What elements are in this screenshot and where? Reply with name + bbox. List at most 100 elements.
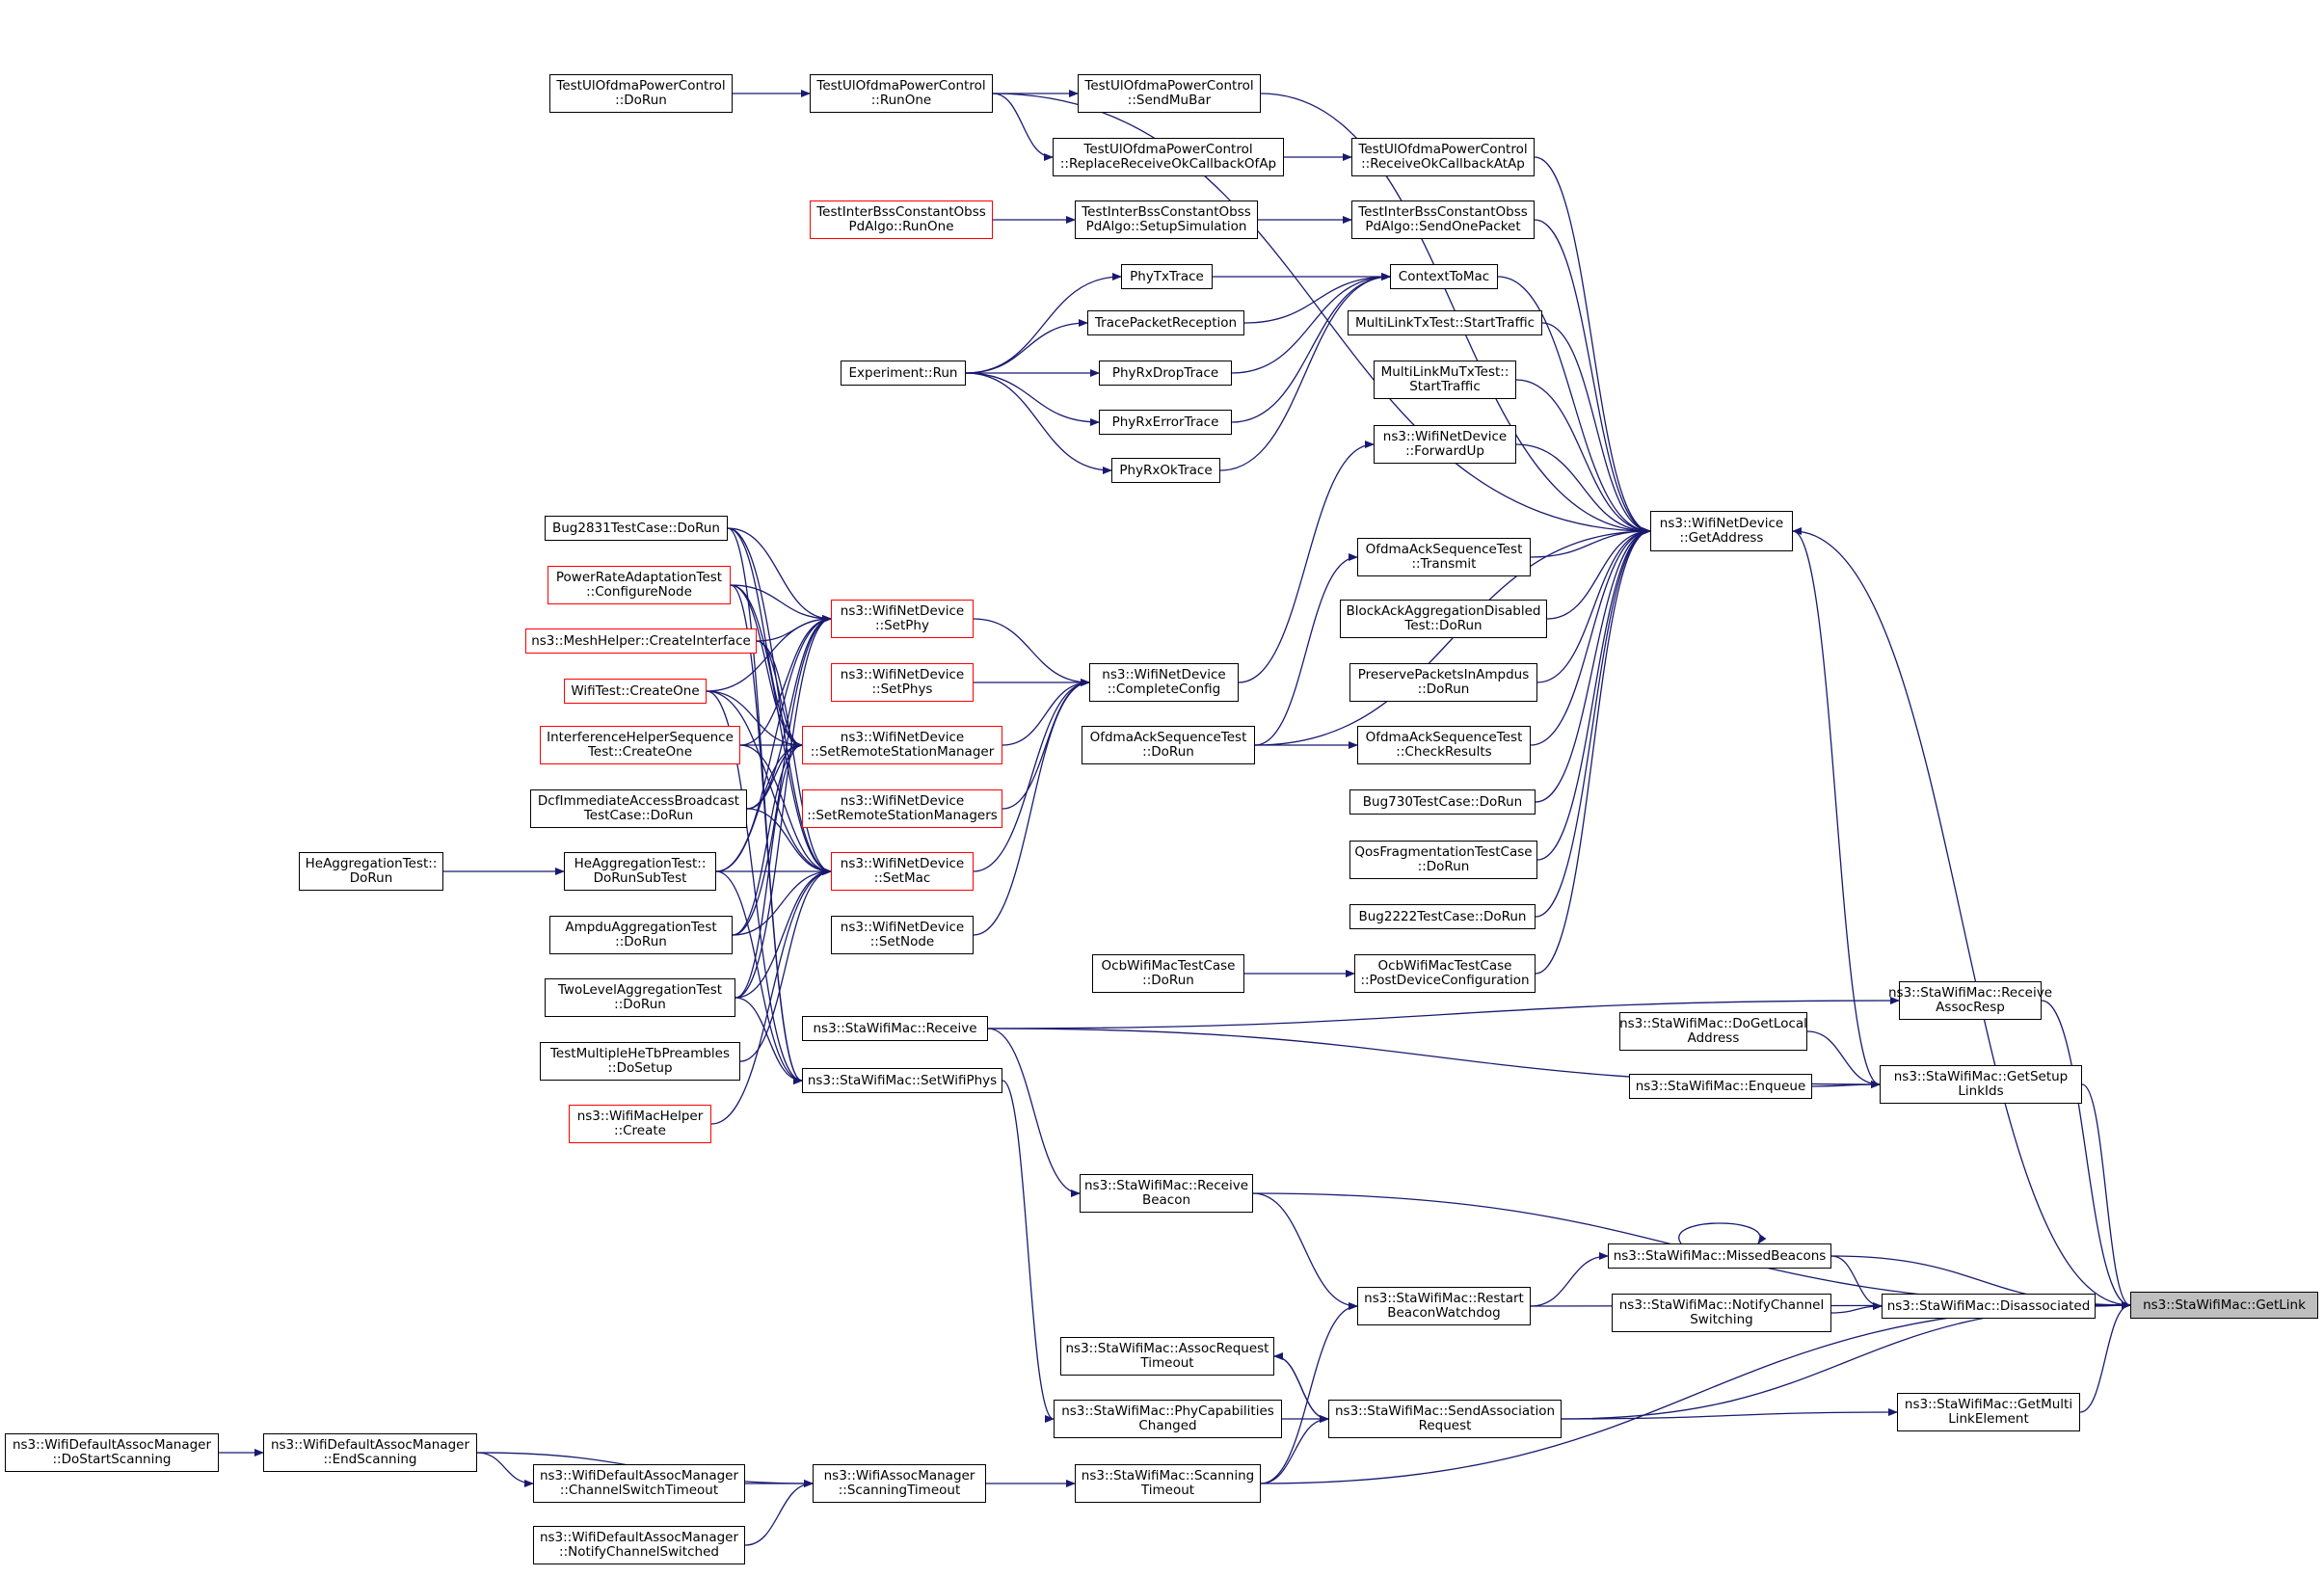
edge-context_to_mac-to-get_address [1497,276,1651,535]
node-enqueue[interactable]: ns3::StaWifiMac::Enqueue [1629,1074,1812,1099]
node-ofdma-ack-transmit[interactable]: OfdmaAckSequenceTest ::Transmit [1357,538,1531,576]
node-ul-power-do-run[interactable]: TestUlOfdmaPowerControl ::DoRun [549,74,733,113]
edge-wnd_set_rsms-to-wnd_complete_config [1002,679,1090,810]
node-ul-power-run-one[interactable]: TestUlOfdmaPowerControl ::RunOne [810,74,993,113]
edge-interference_helper-to-wnd_set_mac [739,744,832,875]
node-ul-power-replace-cb[interactable]: TestUlOfdmaPowerControl ::ReplaceReceive… [1053,138,1284,176]
node-mesh-helper-create-if[interactable]: ns3::MeshHelper::CreateInterface [525,628,757,654]
node-get-setup-link-ids[interactable]: ns3::StaWifiMac::GetSetup LinkIds [1880,1065,2082,1104]
edge-mesh_helper_create_if-to-wnd_set_mac [756,640,832,875]
node-qos-fragmentation[interactable]: QosFragmentationTestCase ::DoRun [1349,841,1537,879]
edge-scanning_timeout-to-restart_beacon_watchdog [1260,1302,1358,1484]
node-wnd-set-phys[interactable]: ns3::WifiNetDevice ::SetPhys [831,663,974,702]
node-dam-end-scanning[interactable]: ns3::WifiDefaultAssocManager ::EndScanni… [263,1433,477,1472]
node-missed-beacons[interactable]: ns3::StaWifiMac::MissedBeacons [1608,1243,1831,1269]
node-dam-channel-switch-timeout[interactable]: ns3::WifiDefaultAssocManager ::ChannelSw… [533,1464,745,1503]
node-phy-rx-error-trace[interactable]: PhyRxErrorTrace [1099,410,1232,435]
edge-ofdma_ack_do_run-to-get_address [1254,527,1651,746]
node-bug2222[interactable]: Bug2222TestCase::DoRun [1349,904,1536,929]
node-wnd-set-rsm[interactable]: ns3::WifiNetDevice ::SetRemoteStationMan… [802,726,1002,764]
edge-notify_channel_switching-to-disassociated [1830,1302,1883,1314]
edge-two_level_aggregation-to-wnd_set_phy [735,615,832,999]
node-experiment-run[interactable]: Experiment::Run [841,361,966,386]
node-multilink-tx-start[interactable]: MultiLinkTxTest::StartTraffic [1348,310,1542,335]
node-trace-packet-reception[interactable]: TracePacketReception [1087,310,1244,335]
node-ocb-post-device-config[interactable]: OcbWifiMacTestCase ::PostDeviceConfigura… [1354,954,1536,993]
node-inter-bss-setup-sim[interactable]: TestInterBssConstantObss PdAlgo::SetupSi… [1075,200,1258,239]
node-power-rate-adaptation[interactable]: PowerRateAdaptationTest ::ConfigureNode [548,566,731,604]
node-wnd-set-rsms[interactable]: ns3::WifiNetDevice ::SetRemoteStationMan… [802,789,1002,828]
edge-sta_receive-to-receive_assoc_resp [987,997,1900,1029]
node-do-get-local-address[interactable]: ns3::StaWifiMac::DoGetLocal Address [1619,1012,1807,1051]
edge-receive_beacon-to-restart_beacon_watchdog [1252,1192,1358,1310]
node-get-multi-link-element[interactable]: ns3::StaWifiMac::GetMulti LinkElement [1897,1393,2080,1431]
node-wam-scanning-timeout[interactable]: ns3::WifiAssocManager ::ScanningTimeout [813,1464,986,1503]
edge-phy_rx_ok_trace-to-context_to_mac [1219,273,1391,471]
node-ul-power-receive-ok-cb[interactable]: TestUlOfdmaPowerControl ::ReceiveOkCallb… [1351,138,1535,176]
edge-multilink_mu_tx_start-to-get_address [1515,379,1651,535]
node-wifi-test-create-one[interactable]: WifiTest::CreateOne [564,679,707,704]
node-sta-set-wifi-phys[interactable]: ns3::StaWifiMac::SetWifiPhys [802,1068,1002,1093]
node-dam-do-start-scanning[interactable]: ns3::WifiDefaultAssocManager ::DoStartSc… [5,1433,219,1472]
edge-sta_set_wifi_phys-to-phy_capabilities_changed [1002,1080,1055,1423]
node-multiple-he-tb[interactable]: TestMultipleHeTbPreambles ::DoSetup [540,1042,740,1081]
edge-trace_packet_reception-to-context_to_mac [1243,273,1391,324]
node-scanning-timeout[interactable]: ns3::StaWifiMac::Scanning Timeout [1075,1464,1261,1503]
edge-phy_rx_error_trace-to-context_to_mac [1231,273,1391,423]
node-receive-beacon[interactable]: ns3::StaWifiMac::Receive Beacon [1080,1174,1253,1213]
edge-interference_helper-to-wnd_set_phy [739,615,832,746]
node-inter-bss-send-one[interactable]: TestInterBssConstantObss PdAlgo::SendOne… [1351,200,1535,239]
node-get-link[interactable]: ns3::StaWifiMac::GetLink [2130,1292,2318,1319]
node-inter-bss-run-one[interactable]: TestInterBssConstantObss PdAlgo::RunOne [810,200,993,239]
node-restart-beacon-watchdog[interactable]: ns3::StaWifiMac::Restart BeaconWatchdog [1357,1287,1531,1325]
node-wnd-set-node[interactable]: ns3::WifiNetDevice ::SetNode [831,916,974,954]
node-ul-power-send-mu-bar[interactable]: TestUlOfdmaPowerControl ::SendMuBar [1078,74,1261,113]
node-multilink-mu-tx-start[interactable]: MultiLinkMuTxTest:: StartTraffic [1374,361,1516,399]
node-wnd-complete-config[interactable]: ns3::WifiNetDevice ::CompleteConfig [1089,663,1239,702]
node-wnd-set-phy[interactable]: ns3::WifiNetDevice ::SetPhy [831,600,974,638]
node-ofdma-ack-check[interactable]: OfdmaAckSequenceTest ::CheckResults [1357,726,1531,764]
node-phy-rx-ok-trace[interactable]: PhyRxOkTrace [1111,458,1220,483]
node-dam-notify-channel-switched[interactable]: ns3::WifiDefaultAssocManager ::NotifyCha… [533,1526,745,1564]
edge-ul_power_receive_ok_cb-to-get_address [1534,156,1651,535]
edge-wifi_mac_helper_create-to-wnd_set_mac [710,868,832,1125]
edge-send_association_request-to-assoc_request_timeout [1273,1352,1329,1420]
edge-wnd_set_mac-to-wnd_complete_config [973,679,1090,872]
edge-receive_assoc_resp-to-get_link [2041,1000,2131,1309]
node-wifi-mac-helper-create[interactable]: ns3::WifiMacHelper ::Create [569,1105,711,1143]
edge-inter_bss_send_one-to-get_address [1534,219,1651,535]
node-ampdu-aggregation[interactable]: AmpduAggregationTest ::DoRun [549,916,733,954]
node-interference-helper[interactable]: InterferenceHelperSequence Test::CreateO… [540,726,740,764]
node-notify-channel-switching[interactable]: ns3::StaWifiMac::NotifyChannel Switching [1612,1294,1831,1332]
node-phy-rx-drop-trace[interactable]: PhyRxDropTrace [1099,361,1232,386]
edge-ocb_post_device_config-to-get_address [1535,527,1651,975]
node-he-aggregation-sub[interactable]: HeAggregationTest:: DoRunSubTest [564,852,716,891]
node-block-ack-disabled[interactable]: BlockAckAggregationDisabled Test::DoRun [1340,600,1547,638]
edge-block_ack_disabled-to-get_address [1546,527,1651,620]
node-bug730[interactable]: Bug730TestCase::DoRun [1349,789,1536,815]
node-disassociated[interactable]: ns3::StaWifiMac::Disassociated [1882,1294,2096,1319]
node-preserve-packets[interactable]: PreservePacketsInAmpdus ::DoRun [1349,663,1537,702]
node-bug2831[interactable]: Bug2831TestCase::DoRun [545,516,728,541]
edge-missed_beacons-to-disassociated [1830,1255,1883,1310]
node-phy-capabilities-changed[interactable]: ns3::StaWifiMac::PhyCapabilities Changed [1054,1400,1282,1438]
node-dcf-immediate-access[interactable]: DcfImmediateAccessBroadcast TestCase::Do… [530,789,747,828]
node-sta-receive[interactable]: ns3::StaWifiMac::Receive [802,1016,988,1041]
node-phy-tx-trace[interactable]: PhyTxTrace [1121,264,1213,289]
node-ofdma-ack-do-run[interactable]: OfdmaAckSequenceTest ::DoRun [1082,726,1255,764]
node-context-to-mac[interactable]: ContextToMac [1390,264,1498,289]
node-receive-assoc-resp[interactable]: ns3::StaWifiMac::Receive AssocResp [1888,981,2052,1020]
node-he-aggregation-do-run[interactable]: HeAggregationTest:: DoRun [299,852,443,891]
edge-restart_beacon_watchdog-to-missed_beacons [1530,1252,1609,1307]
node-get-address[interactable]: ns3::WifiNetDevice ::GetAddress [1650,511,1793,551]
edge-wnd_set_rsm-to-wnd_complete_config [1002,679,1090,746]
node-assoc-request-timeout[interactable]: ns3::StaWifiMac::AssocRequest Timeout [1060,1337,1274,1376]
node-send-association-request[interactable]: ns3::StaWifiMac::SendAssociation Request [1328,1400,1562,1438]
node-ocb-do-run[interactable]: OcbWifiMacTestCase ::DoRun [1092,954,1244,993]
node-two-level-aggregation[interactable]: TwoLevelAggregationTest ::DoRun [545,978,735,1017]
edge-power_rate_adaptation-to-wnd_set_phy [730,584,832,623]
node-wnd-set-mac[interactable]: ns3::WifiNetDevice ::SetMac [831,852,974,891]
node-wnd-forward-up[interactable]: ns3::WifiNetDevice ::ForwardUp [1374,425,1516,464]
graph-edges [218,90,2131,1546]
edge-scanning_timeout-to-send_association_request [1260,1415,1329,1484]
